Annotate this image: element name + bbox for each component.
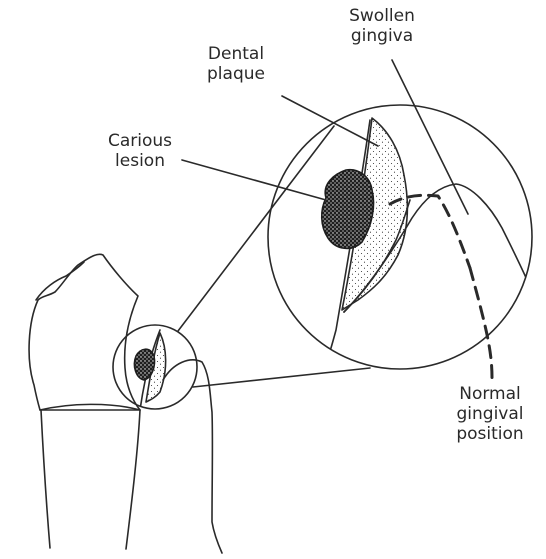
label-swollen-gingiva: Swollen gingiva xyxy=(332,6,432,46)
magnifier-connector-lower xyxy=(193,368,370,387)
magnifier-connector-upper xyxy=(178,126,334,331)
carious-lesion-area xyxy=(322,170,374,249)
label-dental-plaque: Dental plaque xyxy=(186,44,286,84)
label-normal-gingival-position: Normal gingival position xyxy=(440,384,540,444)
label-carious-lesion: Carious lesion xyxy=(90,131,190,171)
tooth-outline xyxy=(29,254,222,553)
large-magnifier xyxy=(268,105,536,378)
leader-dental-plaque xyxy=(282,96,378,146)
